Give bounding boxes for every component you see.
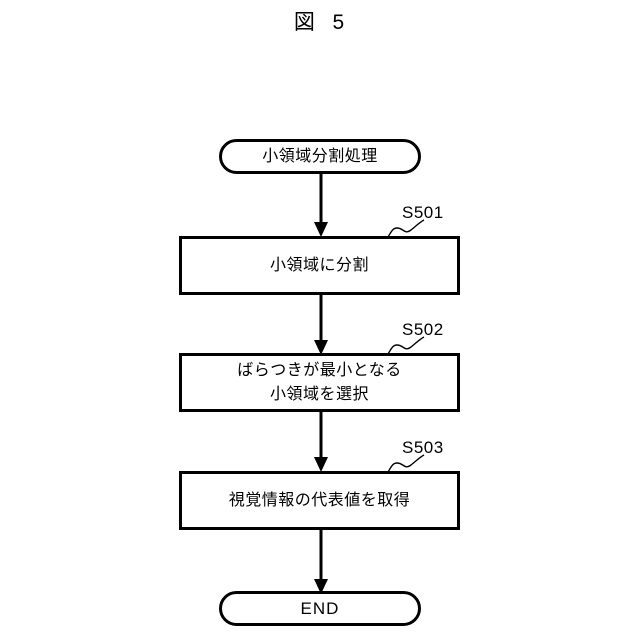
step-leader-s502 [383, 336, 425, 357]
connector-s502-to-s503 [314, 410, 328, 472]
step-ref-s503: S503 [402, 438, 444, 457]
flow-node-s502: ばらつきが最小となる 小領域を選択 [179, 353, 460, 412]
connector-s501-to-s502 [314, 293, 328, 355]
step-ref-s501: S501 [402, 203, 444, 222]
figure-title: 図 5 [293, 11, 347, 34]
flow-node-s501: 小領域に分割 [179, 236, 460, 295]
flow-node-s503: 視覚情報の代表値を取得 [179, 471, 460, 530]
flow-node-end-label: END [300, 598, 340, 618]
flow-node-s501-label: 小領域に分割 [269, 256, 369, 274]
flow-node-s503-label: 視覚情報の代表値を取得 [228, 491, 411, 509]
flow-node-start-label: 小領域分割処理 [262, 147, 378, 165]
flow-node-end: END [219, 591, 421, 626]
connector-s503-to-end [314, 528, 328, 594]
step-ref-s502: S502 [402, 320, 444, 339]
flow-node-start: 小領域分割処理 [219, 139, 421, 174]
step-leader-s503 [383, 454, 425, 475]
step-leader-s501 [383, 219, 425, 240]
connector-start-to-s501 [314, 172, 328, 237]
flow-node-s502-label: ばらつきが最小となる 小領域を選択 [237, 361, 402, 403]
